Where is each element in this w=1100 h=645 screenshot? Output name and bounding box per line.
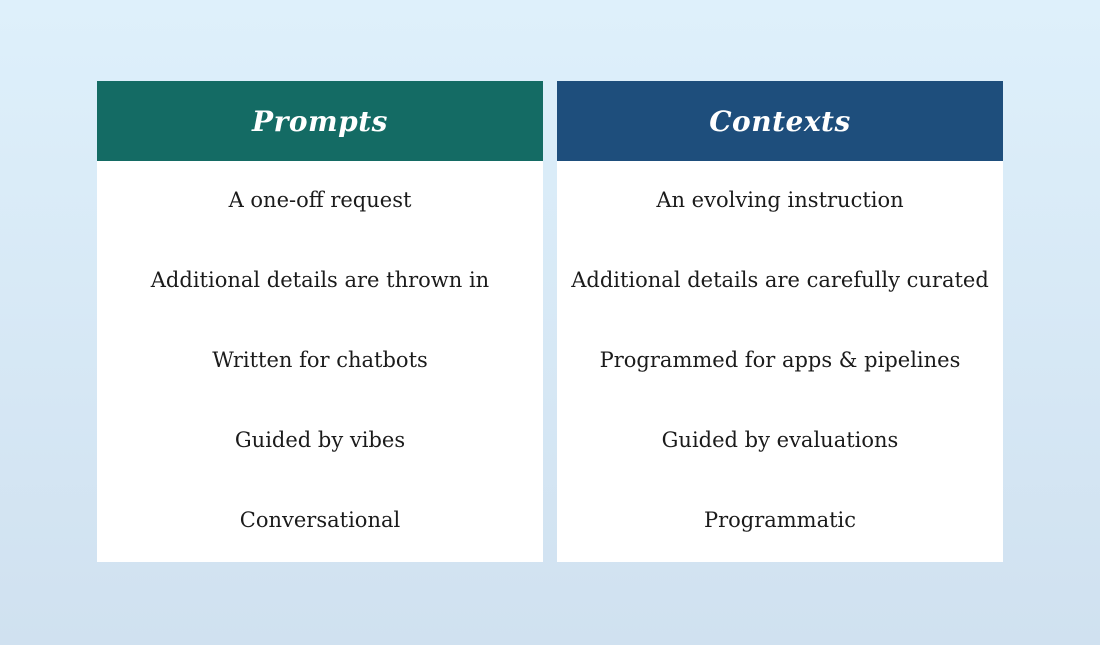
contexts-item-4: Guided by evaluations [661, 428, 899, 453]
prompts-item-5: Conversational [239, 508, 401, 533]
prompts-item-3: Written for chatbots [212, 348, 428, 373]
contexts-item-5: Programmatic [703, 508, 857, 533]
table-row: Written for chatbots [97, 321, 543, 401]
table-row: Guided by evaluations [557, 401, 1003, 481]
prompts-item-1: A one-off request [228, 188, 412, 213]
comparison-table: Prompts A one-off request Additional det… [0, 81, 1100, 562]
column-prompts: Prompts A one-off request Additional det… [97, 81, 543, 562]
contexts-item-2: Additional details are carefully curated [571, 268, 989, 293]
prompts-item-4: Guided by vibes [234, 428, 406, 453]
column-contexts: Contexts An evolving instruction Additio… [557, 81, 1003, 562]
contexts-item-3: Programmed for apps & pipelines [599, 348, 961, 373]
table-row: A one-off request [97, 161, 543, 241]
table-row: An evolving instruction [557, 161, 1003, 241]
prompts-item-2: Additional details are thrown in [150, 268, 490, 293]
prompts-body: A one-off request Additional details are… [97, 161, 543, 562]
table-row: Conversational [97, 481, 543, 561]
contexts-title: Contexts [709, 104, 851, 138]
prompts-header: Prompts [97, 81, 543, 161]
table-row: Additional details are thrown in [97, 241, 543, 321]
table-row: Programmed for apps & pipelines [557, 321, 1003, 401]
prompts-title: Prompts [252, 104, 388, 138]
table-row: Guided by vibes [97, 401, 543, 481]
table-row: Programmatic [557, 481, 1003, 561]
contexts-item-1: An evolving instruction [656, 188, 904, 213]
contexts-header: Contexts [557, 81, 1003, 161]
table-row: Additional details are carefully curated [557, 241, 1003, 321]
contexts-body: An evolving instruction Additional detai… [557, 161, 1003, 562]
